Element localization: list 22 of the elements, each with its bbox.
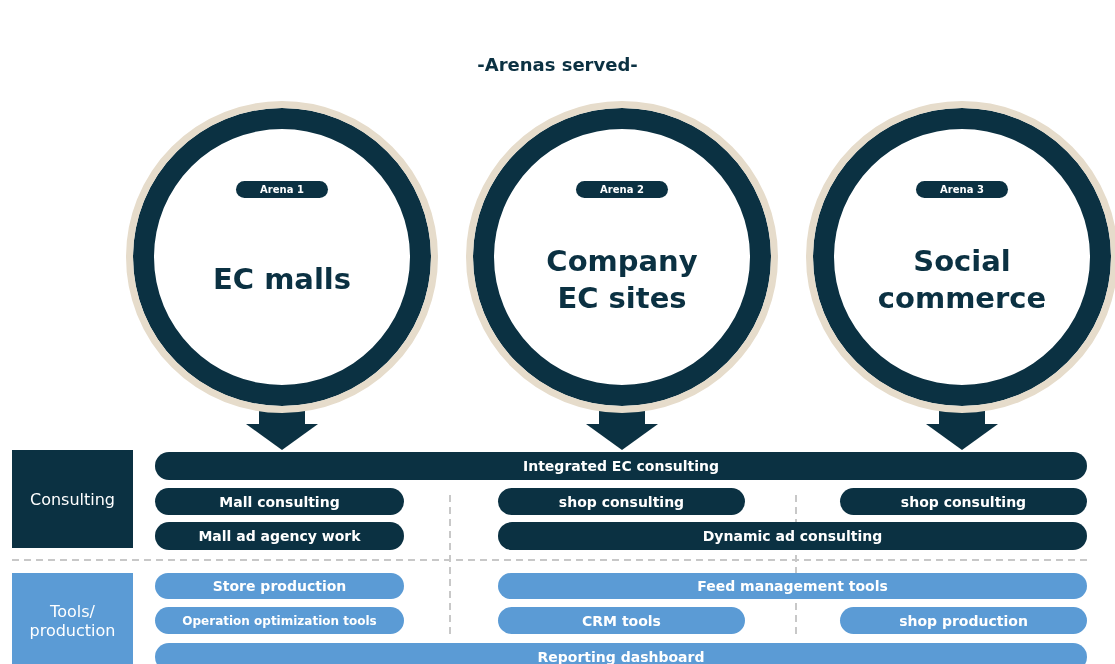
service-bar: shop consulting: [498, 488, 745, 515]
service-bar: Integrated EC consulting: [155, 452, 1087, 480]
subtitle: -Arenas served-: [476, 54, 639, 75]
category-label: Tools/ production: [28, 601, 117, 640]
service-bar: shop consulting: [840, 488, 1087, 515]
tool-bar: Operation optimization tools: [155, 607, 404, 634]
category-panel: [12, 573, 133, 664]
arena-tag: Arena 1: [236, 181, 328, 198]
arena-tag: Arena 2: [576, 181, 668, 198]
tool-bar: Feed management tools: [498, 573, 1087, 599]
service-bar: Mall ad agency work: [155, 522, 404, 550]
service-bar: Mall consulting: [155, 488, 404, 515]
category-label: Consulting: [28, 489, 116, 509]
arena-name: EC malls: [211, 261, 353, 298]
arena-name: Social commerce: [876, 242, 1048, 318]
tool-bar: shop production: [840, 607, 1087, 634]
service-bar: Dynamic ad consulting: [498, 522, 1087, 550]
tool-bar: CRM tools: [498, 607, 745, 634]
arena-tag: Arena 3: [916, 181, 1008, 198]
arena-name: Company EC sites: [545, 242, 699, 318]
category-panel: [12, 450, 133, 548]
tool-bar: Store production: [155, 573, 404, 599]
